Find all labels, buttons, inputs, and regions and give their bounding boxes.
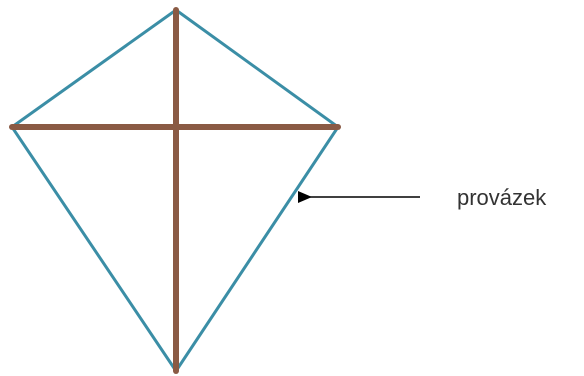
annotation-label: provázek [457,185,547,210]
